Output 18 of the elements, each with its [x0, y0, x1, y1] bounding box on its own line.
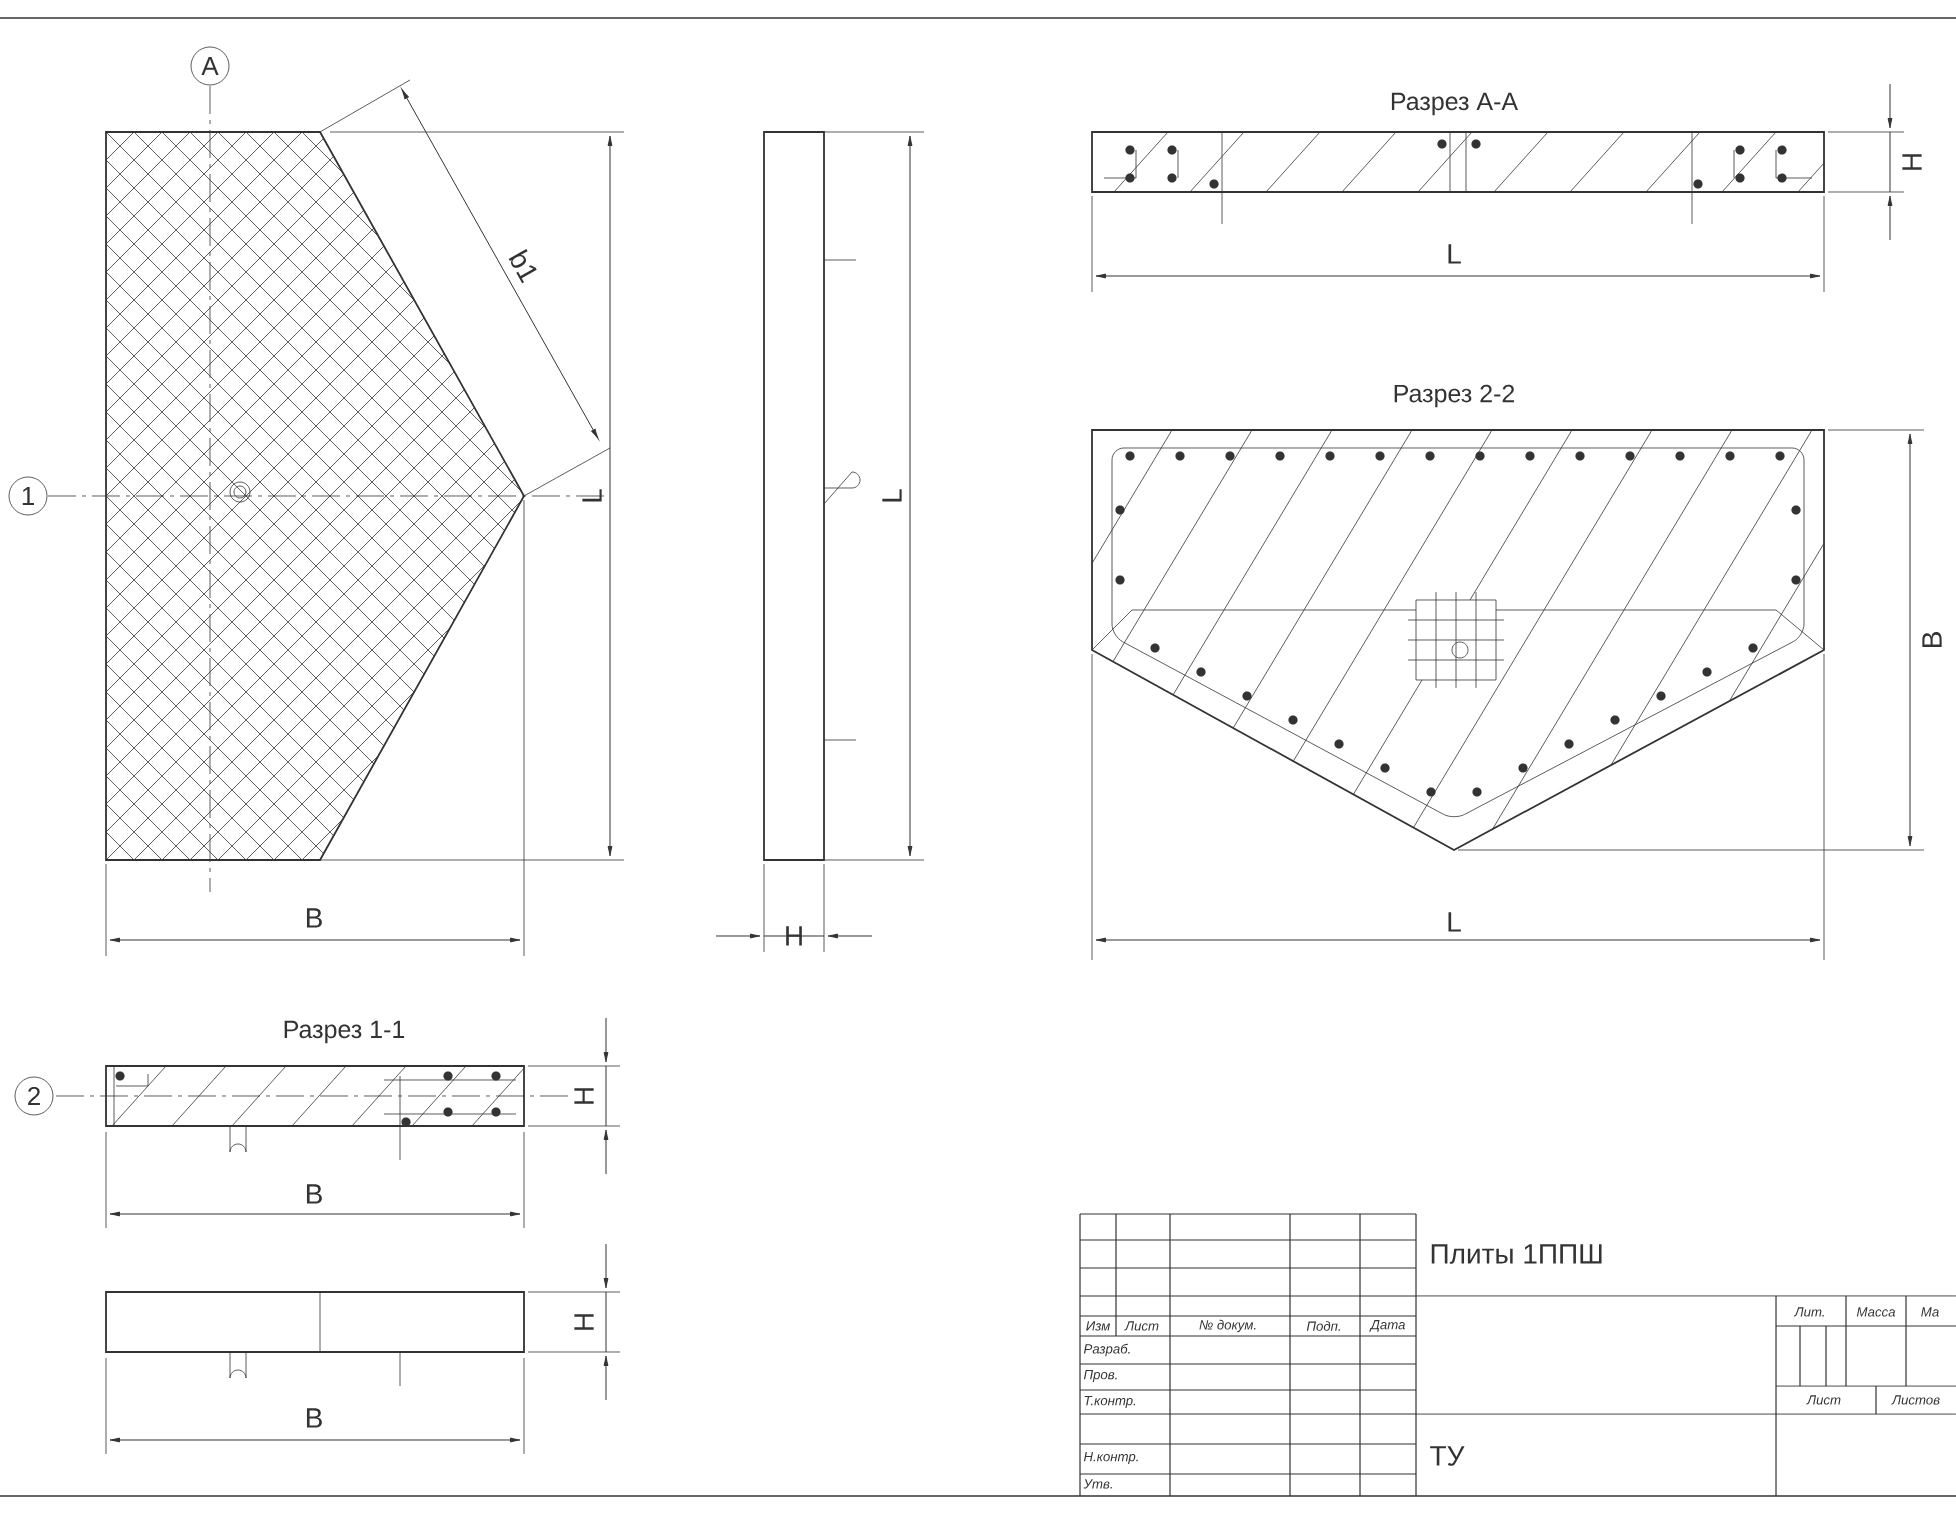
dimension-label: L	[882, 489, 902, 502]
section-title: Разрез 1-1	[284, 1020, 405, 1044]
dimension-label: B	[1922, 632, 1942, 648]
dimension-label: B	[306, 1408, 322, 1428]
dimension-label: B	[306, 1184, 322, 1204]
dimension-label: H	[786, 926, 802, 946]
dimension-label: L	[1448, 912, 1461, 932]
dimension-label: L	[582, 489, 602, 502]
section-title: Разрез 2-2	[1394, 384, 1515, 408]
dimension-label: B	[306, 908, 322, 928]
title-block-text: ТУ	[1430, 1446, 1465, 1466]
dimension-label: b1	[508, 249, 537, 284]
dimension-label: L	[1448, 244, 1461, 264]
title-block-text: Плиты 1ППШ	[1431, 1244, 1602, 1264]
dimension-label: H	[1902, 154, 1922, 170]
dimension-label: H	[574, 1314, 594, 1330]
section-title: Разрез А-А	[1391, 92, 1519, 116]
dimension-label: H	[574, 1088, 594, 1104]
